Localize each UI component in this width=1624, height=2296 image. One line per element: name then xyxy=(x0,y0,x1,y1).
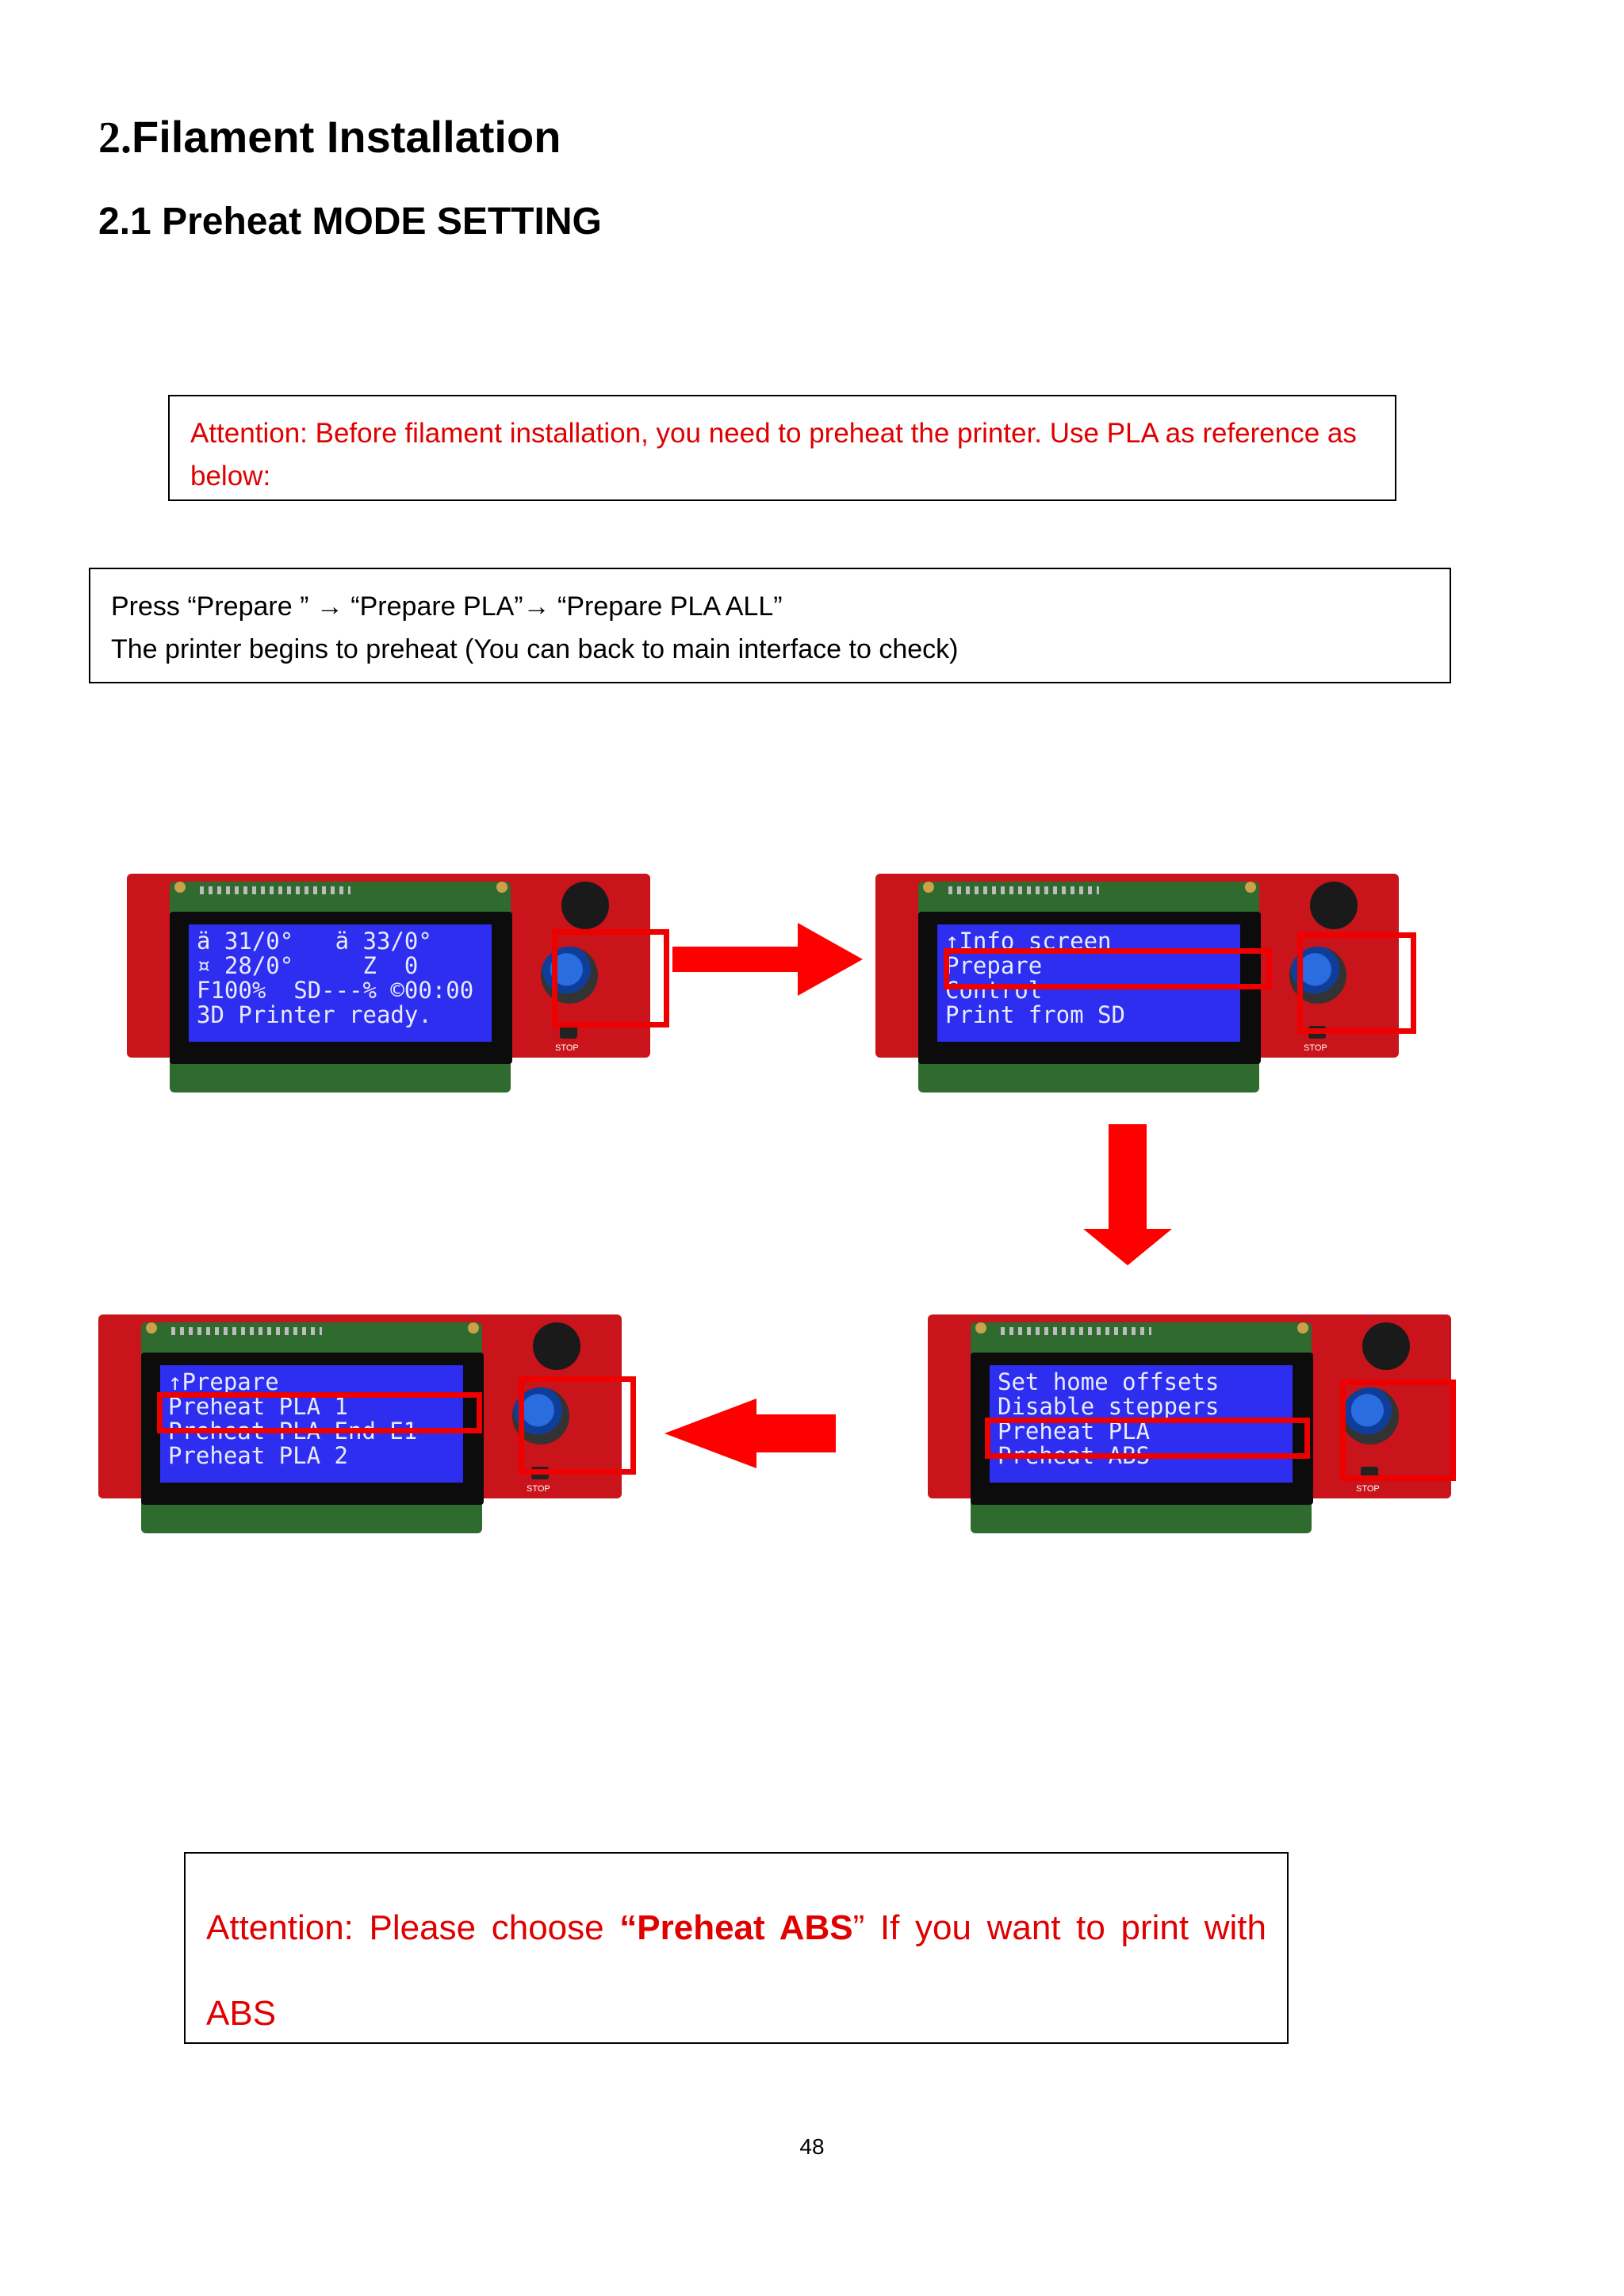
arrow-left-icon xyxy=(665,1399,836,1468)
buzzer xyxy=(533,1322,580,1370)
section-number: 2. xyxy=(98,113,132,163)
lcd-line: ä 31/0° ä 33/0° xyxy=(197,929,432,954)
lcd-screen: ↑Info screen Prepare Control Print from … xyxy=(937,924,1240,1042)
subsection-heading: 2.1 Preheat MODE SETTING xyxy=(98,201,602,243)
stop-button xyxy=(560,1026,577,1039)
stop-label: STOP xyxy=(555,1043,579,1053)
knob-highlight xyxy=(1297,932,1416,1034)
lcd-line: ↑Prepare xyxy=(168,1370,279,1395)
lcd-line: Print from SD xyxy=(945,1003,1125,1027)
steps-line-1: Press “Prepare ” → “Prepare PLA”→ “Prepa… xyxy=(111,591,783,622)
menu-item-highlight xyxy=(985,1418,1310,1459)
stop-label: STOP xyxy=(1304,1043,1327,1053)
lcd-line: Prepare xyxy=(945,954,1043,978)
lcd-line: F100% SD---% ©00:00 xyxy=(197,978,474,1003)
buzzer xyxy=(561,882,609,929)
lcd-line: Preheat PLA xyxy=(998,1419,1151,1444)
stop-label: STOP xyxy=(527,1484,550,1494)
lcd-screen: ä 31/0° ä 33/0° ¤ 28/0° Z 0 F100% SD---%… xyxy=(189,924,492,1042)
lcd-board-prepare-menu: Set home offsets Disable steppers Prehea… xyxy=(928,1314,1451,1533)
arrow-down-icon xyxy=(1083,1124,1172,1265)
lcd-screen: Set home offsets Disable steppers Prehea… xyxy=(990,1365,1293,1483)
lcd-line: 3D Printer ready. xyxy=(197,1003,432,1027)
lcd-line: ¤ 28/0° Z 0 xyxy=(197,954,419,978)
attention-emphasis: “Preheat ABS xyxy=(619,1908,853,1947)
attention-note-top: Attention: Before filament installation,… xyxy=(168,395,1396,501)
lcd-line: Control xyxy=(945,978,1043,1003)
buzzer xyxy=(1362,1322,1410,1370)
knob-highlight xyxy=(552,929,669,1027)
stop-label: STOP xyxy=(1356,1484,1380,1494)
lcd-line: Preheat PLA 1 xyxy=(168,1395,348,1419)
lcd-line: Disable steppers xyxy=(998,1395,1220,1419)
attention-text: ” If you want to print with ABS xyxy=(206,1908,1266,2033)
section-title: Filament Installation xyxy=(132,112,561,162)
buzzer xyxy=(1310,882,1358,929)
rotary-knob xyxy=(541,947,598,1004)
arrow-right-icon xyxy=(672,923,863,996)
section-heading: 2.Filament Installation xyxy=(98,111,561,163)
lcd-line: Set home offsets xyxy=(998,1370,1220,1395)
knob-highlight xyxy=(519,1376,636,1475)
menu-item-highlight xyxy=(944,948,1272,989)
knob-highlight xyxy=(1340,1380,1456,1481)
steps-box: Press “Prepare ” → “Prepare PLA”→ “Prepa… xyxy=(89,568,1451,683)
menu-item-highlight xyxy=(157,1392,482,1433)
attention-text: Attention: Please choose xyxy=(206,1908,620,1947)
page-number: 48 xyxy=(799,2134,825,2159)
attention-note-bottom: Attention: Please choose “Preheat ABS” I… xyxy=(184,1852,1289,2044)
lcd-line: Preheat PLA 2 xyxy=(168,1444,348,1468)
steps-line-2: The printer begins to preheat (You can b… xyxy=(111,634,959,664)
rotary-knob xyxy=(1342,1387,1399,1445)
